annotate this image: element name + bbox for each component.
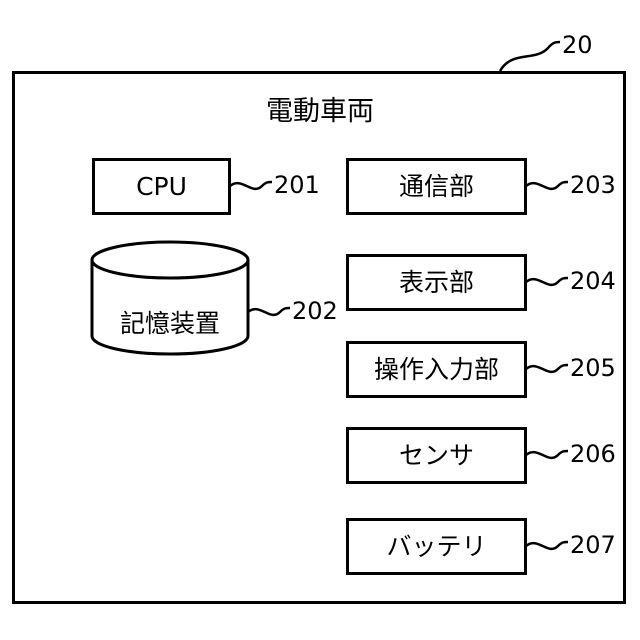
input-box: 操作入力部	[346, 341, 527, 398]
leader-line-207	[526, 542, 568, 549]
ref-205: 205	[570, 354, 616, 382]
sensor-box: センサ	[346, 427, 527, 484]
ref-20: 20	[562, 31, 593, 59]
comm-box: 通信部	[346, 158, 527, 215]
leader-line-201	[230, 182, 272, 189]
ref-204: 204	[570, 267, 616, 295]
ref-206: 206	[570, 440, 616, 468]
ref-202: 202	[292, 297, 338, 325]
leader-line-205	[526, 365, 568, 372]
ref-203: 203	[570, 171, 616, 199]
display-box: 表示部	[346, 254, 527, 311]
leader-line-203	[526, 182, 568, 189]
leader-line-206	[526, 451, 568, 458]
leader-line-204	[526, 278, 568, 285]
storage-label: 記憶装置	[92, 309, 248, 339]
ref-201: 201	[274, 171, 320, 199]
leader-line-20	[500, 42, 560, 71]
battery-box: バッテリ	[346, 518, 527, 575]
leader-line-202	[248, 308, 290, 315]
ref-207: 207	[570, 531, 616, 559]
cpu-box: CPU	[92, 158, 231, 215]
